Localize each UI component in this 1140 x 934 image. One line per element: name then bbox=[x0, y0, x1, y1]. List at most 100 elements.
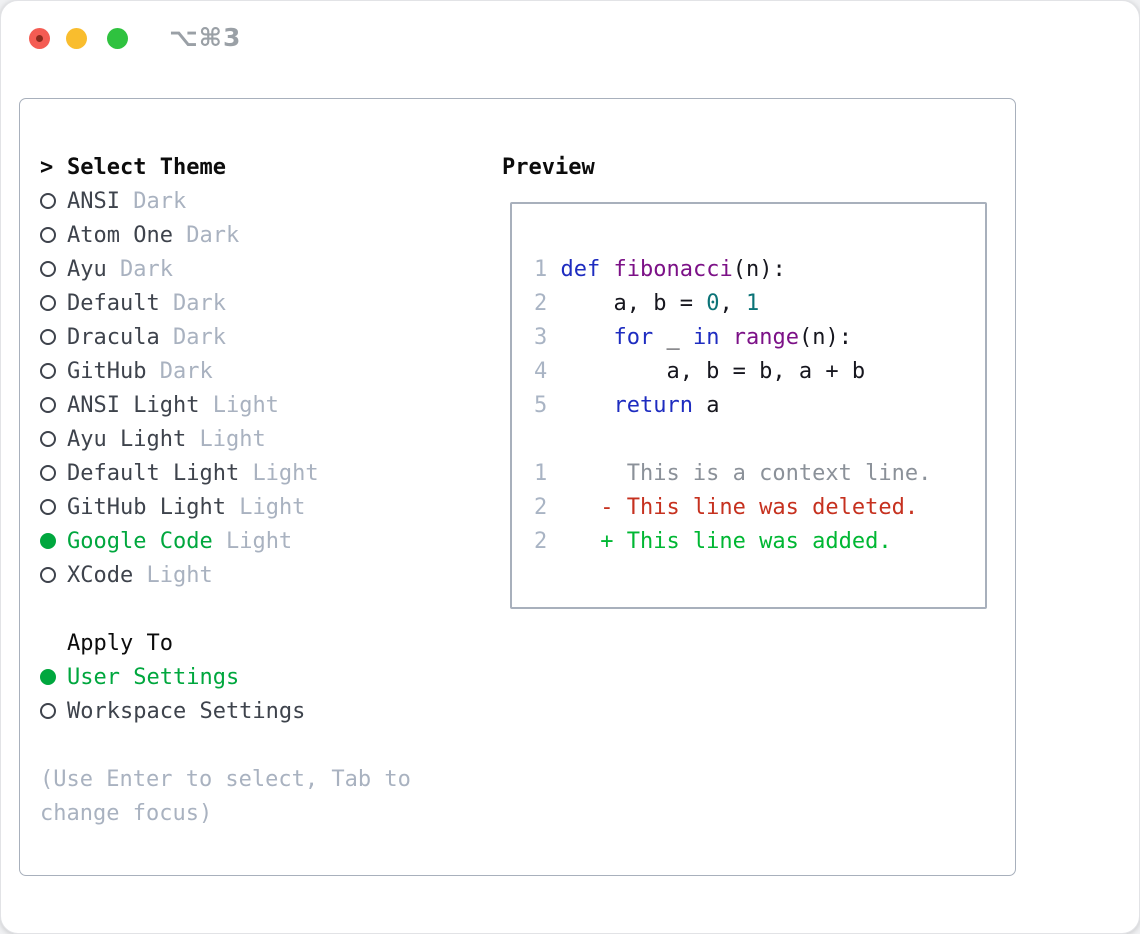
radio-icon bbox=[40, 329, 56, 345]
gap bbox=[239, 461, 252, 486]
code-line: 2 a, b = 0, 1 bbox=[534, 286, 975, 320]
gap bbox=[146, 359, 159, 384]
theme-name: Default bbox=[67, 290, 160, 316]
theme-option[interactable]: Google Code Light bbox=[40, 524, 411, 558]
gap bbox=[107, 257, 120, 282]
line-number: 5 bbox=[534, 392, 548, 418]
code-token bbox=[560, 325, 613, 350]
theme-name: Default Light bbox=[67, 460, 240, 486]
unsaved-indicator-icon bbox=[36, 35, 43, 42]
radio-cell bbox=[40, 261, 67, 277]
theme-option[interactable]: Ayu Light Light bbox=[40, 422, 411, 456]
radio-cell bbox=[40, 227, 67, 243]
theme-option[interactable]: XCode Light bbox=[40, 558, 411, 592]
apply-option[interactable]: User Settings bbox=[40, 660, 411, 694]
theme-variant: Light bbox=[212, 392, 279, 418]
code-token: 1 bbox=[745, 290, 760, 316]
theme-name: XCode bbox=[67, 562, 134, 588]
theme-variant: Light bbox=[252, 460, 319, 486]
line-number: 1 bbox=[534, 256, 548, 282]
radio-selected-icon bbox=[40, 533, 56, 549]
theme-variant: Dark bbox=[172, 290, 226, 316]
gap bbox=[186, 427, 199, 452]
theme-variant: Dark bbox=[186, 222, 240, 248]
theme-name: ANSI Light bbox=[67, 392, 200, 418]
code-token bbox=[600, 257, 613, 282]
code-token: in bbox=[692, 324, 720, 350]
radio-icon bbox=[40, 499, 56, 515]
code-token: (n): bbox=[798, 324, 852, 350]
radio-icon bbox=[40, 363, 56, 379]
diff-line-context: 1 This is a context line. bbox=[534, 456, 975, 490]
window-title: ⌥⌘3 bbox=[169, 23, 242, 52]
theme-option[interactable]: ANSI Light Light bbox=[40, 388, 411, 422]
radio-selected-icon bbox=[40, 669, 56, 685]
theme-name: Atom One bbox=[67, 222, 173, 248]
theme-option[interactable]: GitHub Dark bbox=[40, 354, 411, 388]
theme-option[interactable]: ANSI Dark bbox=[40, 184, 411, 218]
theme-option[interactable]: Default Light Light bbox=[40, 456, 411, 490]
radio-icon bbox=[40, 567, 56, 583]
code-token: a bbox=[692, 392, 720, 418]
help-text: (Use Enter to select, Tab to bbox=[40, 766, 411, 792]
theme-option[interactable]: Default Dark bbox=[40, 286, 411, 320]
apply-option-label: User Settings bbox=[67, 664, 240, 690]
title-bar: ⌥⌘3 bbox=[1, 1, 1139, 75]
code-token: def bbox=[560, 256, 601, 282]
theme-name: Dracula bbox=[67, 324, 160, 350]
diff-line-added: 2 + This line was added. bbox=[534, 524, 975, 558]
radio-icon bbox=[40, 261, 56, 277]
code-token bbox=[719, 325, 732, 350]
theme-option[interactable]: GitHub Light Light bbox=[40, 490, 411, 524]
gap bbox=[199, 393, 212, 418]
preview-title: Preview bbox=[502, 154, 595, 180]
theme-variant: Light bbox=[239, 494, 306, 520]
code-token: a, b = bbox=[560, 290, 707, 316]
spacer-row bbox=[40, 592, 411, 626]
code-line: 3 for _ in range(n): bbox=[534, 320, 975, 354]
code-line: 4 a, b = b, a + b bbox=[534, 354, 975, 388]
apply-option[interactable]: Workspace Settings bbox=[40, 694, 411, 728]
gap bbox=[160, 325, 173, 350]
zoom-button[interactable] bbox=[107, 28, 128, 49]
code-token: range bbox=[732, 324, 799, 350]
gap bbox=[120, 189, 133, 214]
radio-cell bbox=[40, 465, 67, 481]
radio-cell bbox=[40, 295, 67, 311]
apply-to-title: Apply To bbox=[67, 630, 173, 656]
diff-text: - This line was deleted. bbox=[560, 494, 919, 520]
line-number: 2 bbox=[534, 290, 548, 316]
radio-icon bbox=[40, 295, 56, 311]
diff-text: + This line was added. bbox=[560, 528, 892, 554]
apply-option-label: Workspace Settings bbox=[67, 698, 306, 724]
line-number: 2 bbox=[534, 528, 548, 554]
theme-option[interactable]: Atom One Dark bbox=[40, 218, 411, 252]
theme-option[interactable]: Ayu Dark bbox=[40, 252, 411, 286]
close-button[interactable] bbox=[29, 28, 50, 49]
theme-name: GitHub bbox=[67, 358, 147, 384]
radio-cell bbox=[40, 703, 67, 719]
radio-icon bbox=[40, 227, 56, 243]
code-token: return bbox=[613, 392, 693, 418]
gap bbox=[173, 223, 186, 248]
radio-cell bbox=[40, 533, 67, 549]
diff-line-deleted: 2 - This line was deleted. bbox=[534, 490, 975, 524]
cursor-marker: > bbox=[40, 154, 54, 180]
theme-variant: Dark bbox=[133, 188, 187, 214]
radio-cell bbox=[40, 669, 67, 685]
code-token: , bbox=[719, 290, 746, 316]
radio-icon bbox=[40, 397, 56, 413]
theme-variant: Dark bbox=[159, 358, 213, 384]
minimize-button[interactable] bbox=[66, 28, 87, 49]
theme-option[interactable]: Dracula Dark bbox=[40, 320, 411, 354]
spacer-row bbox=[40, 728, 411, 762]
code-token bbox=[560, 393, 613, 418]
radio-cell bbox=[40, 567, 67, 583]
radio-icon bbox=[40, 431, 56, 447]
radio-cell bbox=[40, 499, 67, 515]
